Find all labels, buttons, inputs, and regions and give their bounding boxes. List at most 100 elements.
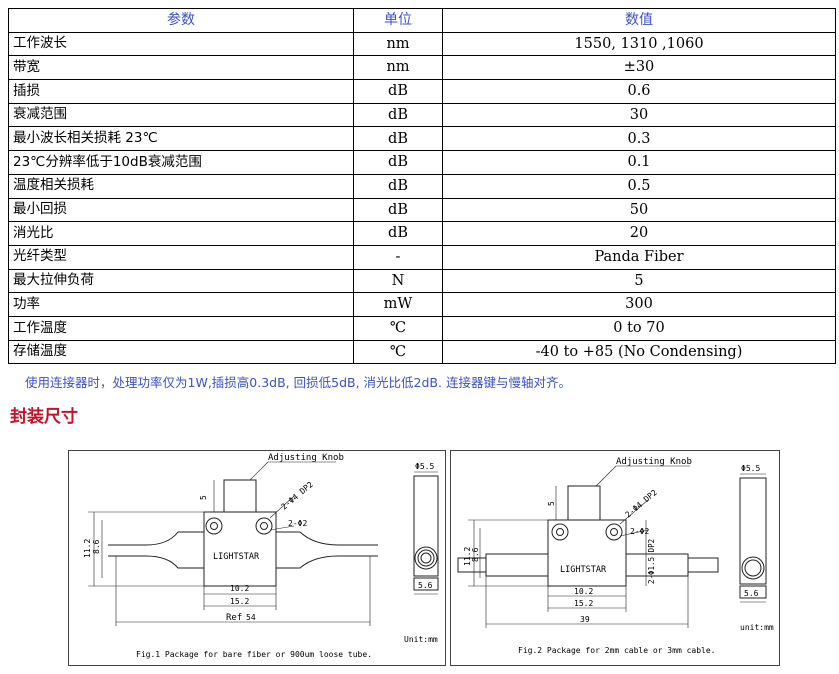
unit-cell: mW bbox=[353, 292, 443, 317]
section-title: 封装尺寸 bbox=[10, 407, 78, 427]
value-cell: 0.3 bbox=[442, 126, 836, 152]
side-view-base bbox=[739, 585, 767, 599]
param-cell: 工作波长 bbox=[8, 31, 354, 57]
unit-cell: dB bbox=[353, 197, 443, 223]
value-cell: 300 bbox=[442, 292, 836, 317]
figure-1-frame bbox=[68, 450, 446, 666]
value-cell: 0.1 bbox=[442, 150, 836, 175]
hole-left-outer bbox=[205, 517, 223, 535]
fig1-hole1-label: 2-Φ4 DP2 bbox=[280, 480, 315, 512]
unit-cell: nm bbox=[353, 55, 443, 81]
unit-cell: - bbox=[353, 244, 443, 270]
fig1-knob-label: Adjusting Knob bbox=[268, 453, 344, 463]
figure-2-drawing: Adjusting Knob 5 2-Φ4 DP2 2-Φ2 2-Φ1.5 DP… bbox=[450, 450, 780, 666]
fig1-ref-prefix: Ref bbox=[226, 613, 242, 623]
unit-cell: nm bbox=[353, 31, 443, 57]
param-cell: 工作温度 bbox=[8, 315, 354, 341]
unit-cell: ℃ bbox=[353, 339, 443, 365]
param-cell: 23℃分辨率低于10dB衰减范围 bbox=[8, 150, 354, 175]
fig2-dim-102: 10.2 bbox=[574, 587, 593, 596]
fig2-side-w: 5.6 bbox=[744, 589, 759, 598]
param-cell: 温度相关损耗 bbox=[8, 173, 354, 199]
side-view-ring-3 bbox=[420, 552, 432, 564]
value-cell: 0 to 70 bbox=[442, 315, 836, 341]
fig1-dim-102: 10.2 bbox=[230, 584, 249, 593]
table-row: 光纤类型-Panda Fiber bbox=[8, 244, 836, 270]
side-view-body bbox=[413, 475, 439, 577]
cable-left bbox=[485, 553, 549, 577]
param-cell: 最大拉伸负荷 bbox=[8, 268, 354, 294]
value-cell: 30 bbox=[442, 102, 836, 128]
fig1-caption: Fig.1 Package for bare fiber or 900um lo… bbox=[136, 650, 372, 659]
fig1-dim-112: 11.2 bbox=[83, 539, 92, 558]
table-row: 存储温度℃-40 to +85 (No Condensing) bbox=[8, 339, 836, 365]
table-header-row: 参数 单位 数值 bbox=[8, 8, 836, 33]
adjusting-knob bbox=[567, 485, 601, 521]
figure-1-drawing: Adjusting Knob 5 2-Φ4 DP2 2-Φ2 11.2 8.6 … bbox=[68, 450, 446, 666]
fig1-side-dia: Φ5.5 bbox=[415, 462, 434, 471]
unit-cell: ℃ bbox=[353, 315, 443, 341]
value-cell: Panda Fiber bbox=[442, 244, 836, 270]
unit-cell: dB bbox=[353, 102, 443, 128]
param-cell: 消光比 bbox=[8, 221, 354, 246]
unit-cell: dB bbox=[353, 150, 443, 175]
unit-cell: dB bbox=[353, 79, 443, 104]
unit-cell: dB bbox=[353, 126, 443, 152]
unit-cell: N bbox=[353, 268, 443, 294]
side-view-base bbox=[413, 577, 439, 591]
fig2-knob-label: Adjusting Knob bbox=[616, 457, 692, 467]
param-cell: 存储温度 bbox=[8, 339, 354, 365]
unit-cell: dB bbox=[353, 221, 443, 246]
fig1-dim-5: 5 bbox=[199, 495, 208, 500]
header-unit: 单位 bbox=[353, 8, 443, 33]
adjusting-knob bbox=[223, 479, 257, 513]
fig1-dim-86: 8.6 bbox=[92, 539, 101, 554]
param-cell: 最小回损 bbox=[8, 197, 354, 223]
fig2-hole2-label: 2-Φ2 bbox=[630, 527, 649, 536]
device-body bbox=[547, 519, 627, 587]
param-cell: 带宽 bbox=[8, 55, 354, 81]
hole-left-inner bbox=[556, 528, 564, 536]
fig2-side-dia: Φ5.5 bbox=[741, 464, 760, 473]
figure-2-frame bbox=[450, 450, 780, 666]
fig2-dim-86: 8.6 bbox=[471, 547, 480, 562]
param-cell: 光纤类型 bbox=[8, 244, 354, 270]
value-cell: 1550, 1310 ,1060 bbox=[442, 31, 836, 57]
fig1-dim-152: 15.2 bbox=[230, 597, 249, 606]
connector-note: 使用连接器时，处理功率仅为1W,插损高0.3dB, 回损低5dB, 消光比低2d… bbox=[25, 375, 571, 390]
cable-right bbox=[625, 553, 689, 577]
header-param: 参数 bbox=[8, 8, 354, 33]
fiber-left bbox=[108, 531, 205, 569]
hole-right-outer bbox=[255, 517, 273, 535]
value-cell: -40 to +85 (No Condensing) bbox=[442, 339, 836, 365]
header-value: 数值 bbox=[442, 8, 836, 33]
fig1-side-w: 5.6 bbox=[418, 581, 433, 590]
hole-left-outer bbox=[551, 523, 569, 541]
fig1-unit: Unit:mm bbox=[404, 635, 438, 644]
fig2-dim-152: 15.2 bbox=[574, 599, 593, 608]
unit-cell: dB bbox=[353, 173, 443, 199]
value-cell: ±30 bbox=[442, 55, 836, 81]
value-cell: 5 bbox=[442, 268, 836, 294]
side-view-ring-1 bbox=[741, 556, 765, 580]
hole-right-inner bbox=[260, 522, 268, 530]
fig2-dim-112: 11.2 bbox=[463, 547, 472, 566]
fig2-dim-5: 5 bbox=[547, 501, 556, 506]
fig2-unit: unit:mm bbox=[740, 623, 774, 632]
fig2-hole3-label: 2-Φ1.5 DP2 bbox=[647, 539, 656, 584]
fiber-right bbox=[276, 531, 378, 569]
fig1-hole2-label: 2-Φ2 bbox=[288, 519, 307, 528]
hole-right-outer bbox=[605, 523, 623, 541]
param-cell: 衰减范围 bbox=[8, 102, 354, 128]
fig2-hole1-label: 2-Φ4 DP2 bbox=[624, 488, 659, 520]
fig2-brand: LIGHTSTAR bbox=[560, 565, 607, 575]
value-cell: 0.6 bbox=[442, 79, 836, 104]
